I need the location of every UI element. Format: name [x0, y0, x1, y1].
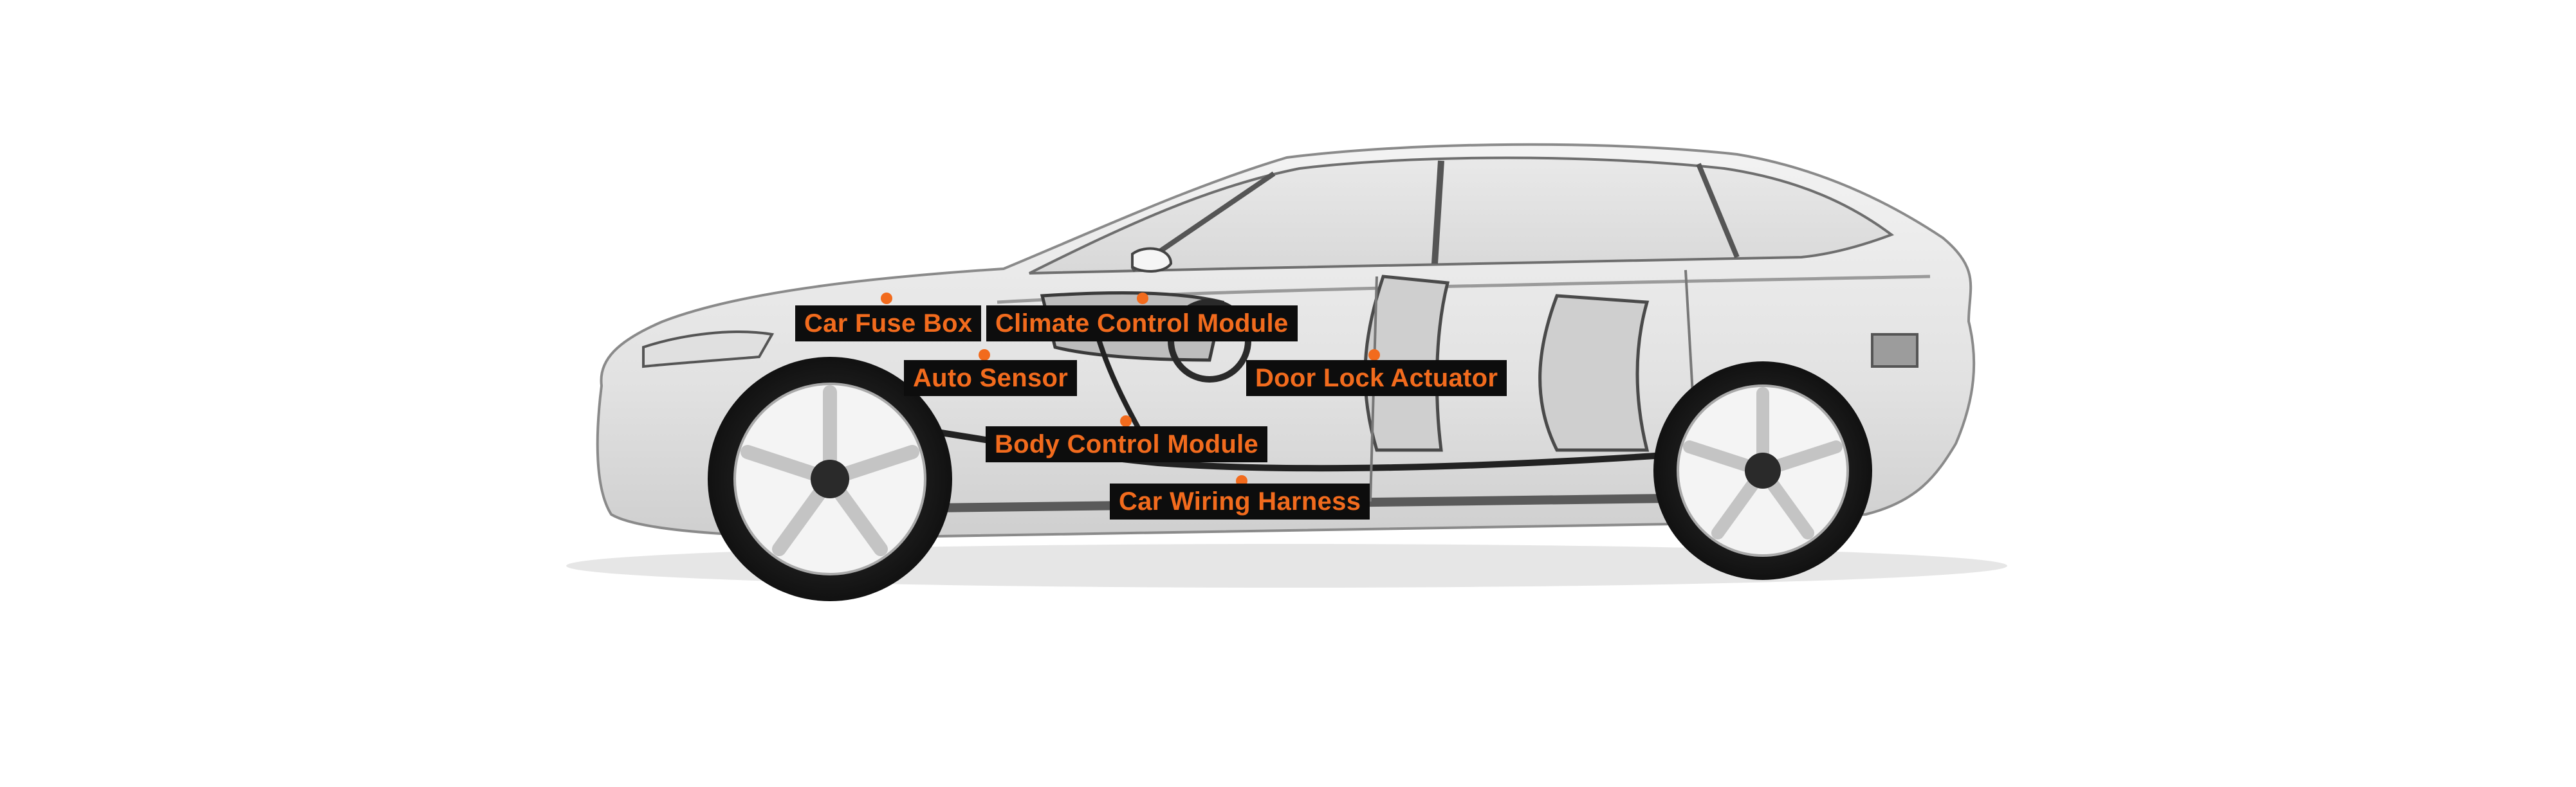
- side-mirror: [1131, 247, 1173, 273]
- auto-sensor-label: Auto Sensor: [904, 360, 1078, 396]
- climate-control-module-marker: [1137, 293, 1148, 304]
- car-fuse-box-marker: [881, 293, 892, 304]
- body-control-module-label: Body Control Module: [986, 426, 1268, 462]
- car-windows: [1029, 156, 1895, 275]
- front-wheel: [708, 357, 952, 601]
- door-lock-actuator-marker: [1368, 349, 1380, 361]
- door-lock-actuator-label: Door Lock Actuator: [1246, 360, 1507, 396]
- b-pillar: [1431, 160, 1444, 264]
- car-wiring-harness-label: Car Wiring Harness: [1110, 484, 1370, 520]
- headlight: [642, 330, 775, 368]
- body-control-module-marker: [1120, 415, 1132, 427]
- climate-control-module-label: Climate Control Module: [986, 305, 1298, 341]
- ground-shadow: [566, 544, 2007, 588]
- rear-seat: [1538, 294, 1650, 452]
- rear-wheel: [1653, 361, 1872, 580]
- c-pillar: [1696, 163, 1740, 258]
- taillight: [1871, 333, 1918, 368]
- auto-sensor-marker: [979, 349, 990, 361]
- car-fuse-box-label: Car Fuse Box: [795, 305, 982, 341]
